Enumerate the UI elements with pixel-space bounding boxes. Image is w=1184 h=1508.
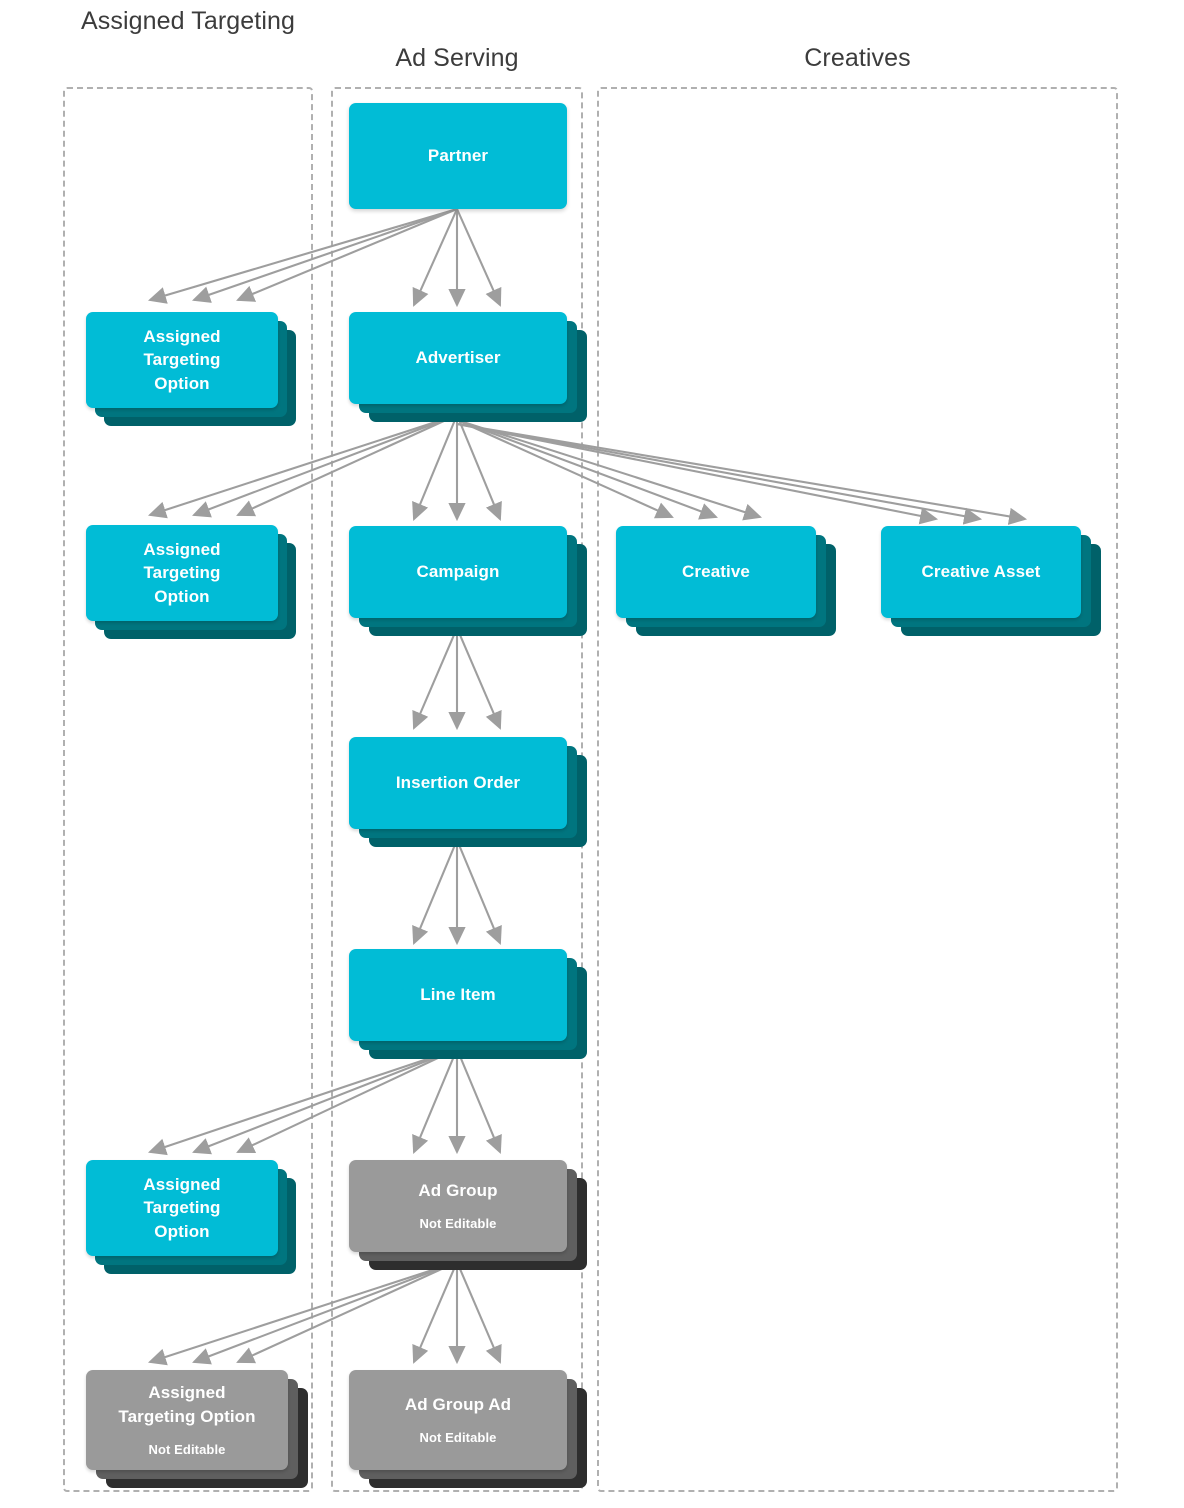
node-creative[interactable]: Creative <box>616 526 840 636</box>
column-header-creatives: Creatives <box>804 44 911 72</box>
node-label: Line Item <box>420 985 496 1005</box>
node-assigned-targeting-option-advertiser[interactable]: Assigned Targeting Option <box>86 525 302 639</box>
node-editability-label: Not Editable <box>419 1216 497 1232</box>
node-label: Assigned Targeting Option <box>143 326 221 393</box>
node-label: Creative Asset <box>921 562 1041 582</box>
node-ad-group-ad[interactable]: Ad Group Ad Not Editable <box>349 1370 591 1488</box>
node-line-item[interactable]: Line Item <box>349 949 591 1059</box>
node-campaign[interactable]: Campaign <box>349 526 591 636</box>
node-label: Ad Group Ad <box>404 1394 512 1414</box>
column-header-ad-serving: Ad Serving <box>395 44 519 72</box>
node-assigned-targeting-option-partner[interactable]: Assigned Targeting Option <box>86 312 302 426</box>
node-label: Assigned Targeting Option <box>143 539 221 606</box>
node-editability-label: Not Editable <box>148 1442 226 1457</box>
node-label: Assigned Targeting Option <box>143 1174 221 1241</box>
column-frame-creatives <box>597 87 1118 1492</box>
node-assigned-targeting-option-adgroup[interactable]: Assigned Targeting Option Not Editable <box>86 1370 312 1488</box>
node-insertion-order[interactable]: Insertion Order <box>349 737 591 847</box>
node-creative-asset[interactable]: Creative Asset <box>881 526 1105 636</box>
node-advertiser[interactable]: Advertiser <box>349 312 591 422</box>
node-label: Partner <box>427 146 489 166</box>
node-assigned-targeting-option-lineitem[interactable]: Assigned Targeting Option <box>86 1160 302 1274</box>
node-label: Assigned Targeting Option <box>118 1383 256 1426</box>
node-label: Creative <box>682 562 750 582</box>
node-label: Advertiser <box>415 348 501 368</box>
node-label: Insertion Order <box>395 773 521 793</box>
column-frame-assigned-targeting <box>63 87 313 1492</box>
node-label: Ad Group <box>418 1180 498 1200</box>
node-editability-label: Not Editable <box>419 1430 497 1446</box>
column-header-assigned-targeting: Assigned Targeting <box>81 7 295 35</box>
node-ad-group[interactable]: Ad Group Not Editable <box>349 1160 591 1270</box>
node-label: Campaign <box>416 562 500 582</box>
node-partner[interactable]: Partner <box>349 103 567 209</box>
